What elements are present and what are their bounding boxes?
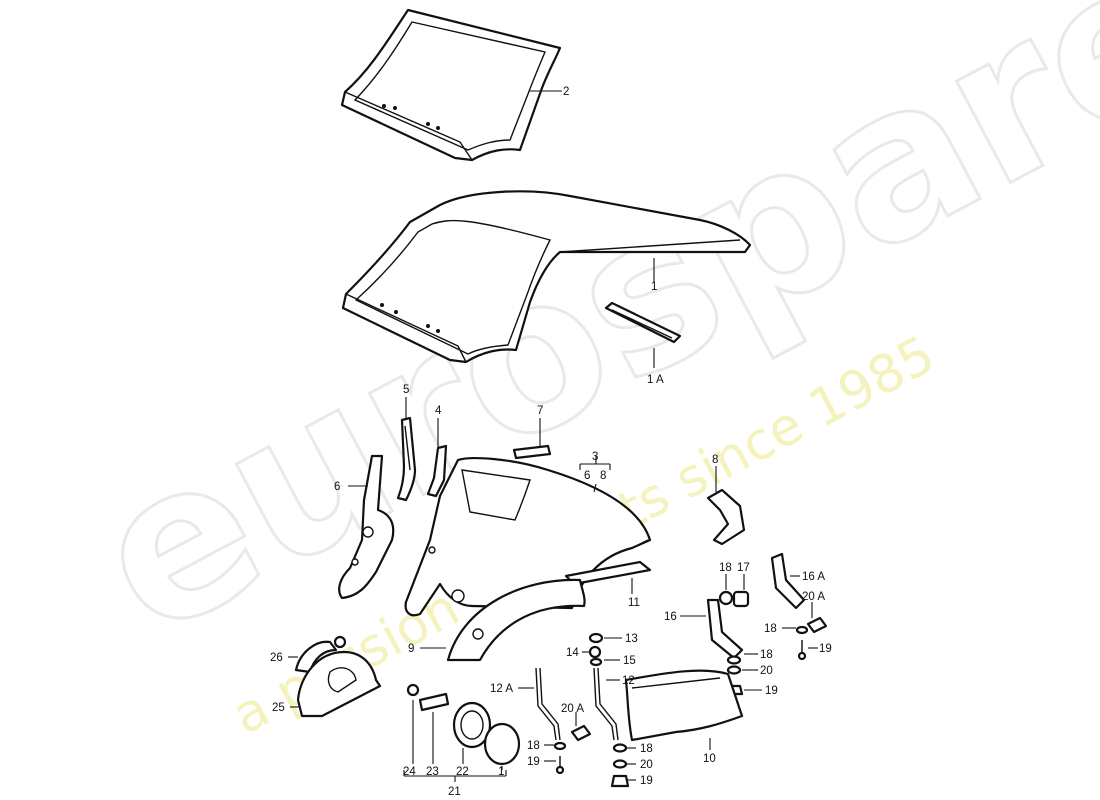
- callout-19-bottom: 19: [640, 775, 653, 787]
- part-strap-16a[interactable]: [770, 552, 806, 610]
- part-rod-12a[interactable]: [535, 667, 561, 741]
- callout-8-under-3: 8: [600, 470, 606, 482]
- part-screw-19a[interactable]: [797, 640, 807, 661]
- callout-3: 3: [592, 451, 598, 463]
- callout-18-mid: 18: [760, 649, 773, 661]
- callout-15: 15: [623, 655, 636, 667]
- callout-18-top: 18: [719, 562, 732, 574]
- part-pad-7[interactable]: [512, 444, 552, 460]
- part-stack-bottom[interactable]: [610, 743, 630, 788]
- callout-22: 22: [456, 766, 469, 778]
- callout-9: 9: [408, 643, 414, 655]
- callout-12a: 12 A: [490, 683, 513, 695]
- callout-13: 13: [625, 633, 638, 645]
- part-pillar-4[interactable]: [426, 444, 448, 498]
- part-strap-16[interactable]: [706, 598, 744, 660]
- callout-11: 11: [628, 597, 640, 609]
- callout-24: 24: [403, 766, 416, 778]
- callout-19-bottom-left: 19: [527, 756, 540, 768]
- watermark: eurospares a passion for parts since 198…: [57, 0, 1100, 746]
- part-roof-panel[interactable]: [341, 190, 752, 364]
- callout-19-right: 19: [819, 643, 832, 655]
- part-plate-23[interactable]: [418, 692, 450, 712]
- part-grommet-13[interactable]: [588, 632, 604, 644]
- callout-19-mid: 19: [765, 685, 778, 697]
- part-ring-22[interactable]: [452, 701, 492, 749]
- part-filler-housing-25[interactable]: [296, 635, 382, 718]
- part-small-17[interactable]: [732, 590, 750, 608]
- callout-6: 6: [334, 481, 340, 493]
- callout-1: 1: [651, 281, 657, 293]
- callout-16a: 16 A: [802, 571, 825, 583]
- callout-16: 16: [664, 611, 677, 623]
- callout-1a: 1 A: [647, 374, 664, 386]
- part-lower-panel-10[interactable]: [624, 669, 744, 742]
- callout-20-mid: 20: [760, 665, 773, 677]
- part-rear-window-frame[interactable]: [340, 8, 562, 162]
- part-bracket-8[interactable]: [706, 488, 746, 546]
- callout-18-right: 18: [764, 623, 777, 635]
- callout-18-bottom-left: 18: [527, 740, 540, 752]
- callout-20-bottom: 20: [640, 759, 653, 771]
- callout-20a-bottom: 20 A: [561, 703, 584, 715]
- callout-12: 12: [622, 675, 635, 687]
- callout-5: 5: [403, 384, 409, 396]
- callout-23: 23: [426, 766, 439, 778]
- callout-26: 26: [270, 652, 283, 664]
- part-washer-15[interactable]: [589, 657, 603, 667]
- part-wheel-arch-9[interactable]: [446, 578, 586, 662]
- part-washer-18d[interactable]: [553, 741, 567, 751]
- part-small-18a[interactable]: [718, 590, 734, 606]
- callout-10: 10: [703, 753, 716, 765]
- callout-17: 17: [737, 562, 750, 574]
- part-nut-24[interactable]: [406, 683, 420, 697]
- part-clip-20a-bottom[interactable]: [570, 724, 592, 742]
- part-cap-1[interactable]: [483, 722, 521, 766]
- callout-25: 25: [272, 702, 285, 714]
- part-screw-19c[interactable]: [555, 756, 565, 775]
- callout-20a-right: 20 A: [802, 591, 825, 603]
- part-rod-12[interactable]: [593, 667, 619, 741]
- callout-7: 7: [537, 405, 543, 417]
- part-inner-panel-6[interactable]: [338, 454, 395, 600]
- callout-6-under-3: 6: [584, 470, 590, 482]
- leader-lines: [288, 90, 818, 782]
- part-washer-18b[interactable]: [795, 625, 809, 635]
- part-roof-strip[interactable]: [604, 301, 682, 344]
- callout-8: 8: [712, 454, 718, 466]
- callout-1-bottom: 1: [498, 766, 504, 778]
- part-pillar-5[interactable]: [396, 416, 417, 502]
- callout-18-bottom: 18: [640, 743, 653, 755]
- part-small-20a[interactable]: [806, 616, 828, 634]
- part-quarter-panel[interactable]: [404, 457, 652, 617]
- part-nut-14[interactable]: [588, 645, 602, 659]
- callout-labels: 2 1 1 A 5 4 7 3 6 8 6 8 18 17 16 A 20 A …: [270, 86, 832, 798]
- callout-14: 14: [566, 647, 579, 659]
- callout-2: 2: [563, 86, 569, 98]
- callout-21: 21: [448, 786, 461, 798]
- callout-4: 4: [435, 405, 442, 417]
